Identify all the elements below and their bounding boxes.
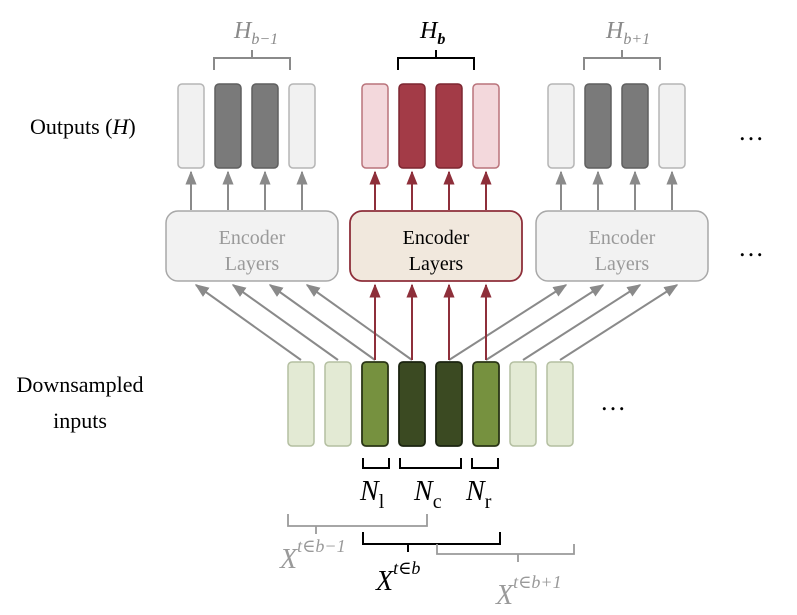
output-bracket-right-sub: b+1 — [623, 31, 650, 48]
output-bracket-center-sub: b — [437, 31, 445, 48]
encoder-right-line1: Encoder — [589, 227, 656, 249]
encoder-right-line2: Layers — [595, 253, 650, 275]
output-block — [658, 83, 686, 169]
input-block — [546, 361, 574, 447]
output-bracket-left-sub: b−1 — [251, 31, 278, 48]
output-blocks-left — [177, 83, 316, 169]
arrows-encoder-to-output-left — [185, 170, 308, 210]
input-bracket-cur: Xt∈b — [362, 532, 501, 597]
svg-text:Xt∈b−1: Xt∈b−1 — [279, 536, 346, 575]
encoder-box-left: Encoder Layers — [165, 210, 339, 282]
output-blocks-center — [361, 83, 500, 169]
encoder-center-line2: Layers — [409, 253, 464, 275]
output-bracket-left: Hb−1 — [213, 18, 291, 70]
downsampled-label-line2: inputs — [53, 408, 107, 433]
arrows-input-to-encoder-left — [194, 284, 413, 361]
input-bracket-prev-base: X — [279, 544, 298, 575]
input-bracket-next: Xt∈b+1 — [436, 544, 575, 611]
output-bracket-left-base: H — [233, 18, 253, 44]
output-bracket-center: Hb — [397, 18, 475, 70]
svg-text:Hb: Hb — [419, 18, 445, 48]
encoder-center-line1: Encoder — [403, 227, 470, 249]
context-label-left: Nl — [359, 476, 385, 513]
input-block — [361, 361, 389, 447]
output-blocks-right — [547, 83, 686, 169]
svg-text:Xt∈b+1: Xt∈b+1 — [495, 572, 562, 611]
svg-text:Hb+1: Hb+1 — [605, 18, 650, 48]
input-block — [287, 361, 315, 447]
input-block — [435, 361, 463, 447]
output-block — [621, 83, 649, 169]
output-block — [361, 83, 389, 169]
encoder-left-line1: Encoder — [219, 227, 286, 249]
context-label-center: Nc — [413, 476, 442, 513]
output-block — [472, 83, 500, 169]
svg-text:Hb−1: Hb−1 — [233, 18, 278, 48]
input-blocks — [287, 361, 574, 447]
input-bracket-cur-sup: t∈b — [393, 558, 420, 578]
output-block — [435, 83, 463, 169]
input-block — [509, 361, 537, 447]
context-label-right: Nr — [465, 476, 492, 513]
input-block — [324, 361, 352, 447]
outputs-label: Outputs (H) — [30, 114, 136, 139]
output-block — [584, 83, 612, 169]
input-block — [398, 361, 426, 447]
input-bracket-prev: Xt∈b−1 — [279, 514, 428, 575]
arrows-encoder-to-output-center — [369, 170, 492, 210]
ellipsis-encoders: … — [738, 233, 764, 262]
output-block — [547, 83, 575, 169]
input-block — [472, 361, 500, 447]
output-block — [251, 83, 279, 169]
input-bracket-cur-base: X — [375, 566, 394, 597]
output-block — [214, 83, 242, 169]
downsampled-label-line1: Downsampled — [16, 372, 143, 397]
output-bracket-right: Hb+1 — [583, 18, 661, 70]
context-brackets — [362, 458, 499, 469]
input-bracket-next-sup: t∈b+1 — [513, 572, 561, 592]
output-bracket-center-base: H — [419, 18, 439, 44]
input-bracket-prev-sup: t∈b−1 — [297, 536, 345, 556]
encoder-box-center: Encoder Layers — [349, 210, 523, 282]
arrows-input-to-encoder-right — [448, 284, 679, 361]
encoder-left-line2: Layers — [225, 253, 280, 275]
ellipsis-inputs: … — [600, 387, 626, 416]
input-bracket-next-base: X — [495, 580, 514, 611]
output-block — [177, 83, 205, 169]
output-block — [398, 83, 426, 169]
arrows-encoder-to-output-right — [555, 170, 678, 210]
encoder-box-right: Encoder Layers — [535, 210, 709, 282]
arrows-input-to-encoder-center — [369, 283, 492, 360]
output-block — [288, 83, 316, 169]
output-bracket-right-base: H — [605, 18, 625, 44]
svg-text:Xt∈b: Xt∈b — [375, 558, 420, 597]
ellipsis-outputs: … — [738, 117, 764, 146]
